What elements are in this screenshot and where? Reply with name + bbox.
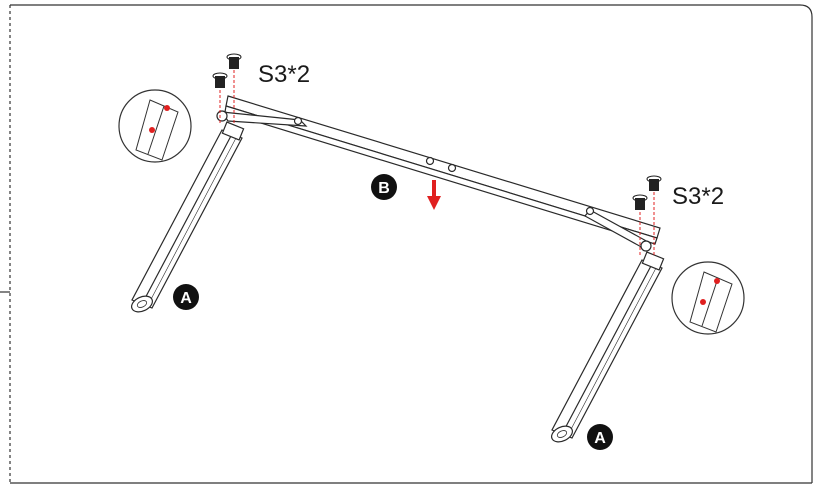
badge-b-label: B (378, 180, 390, 197)
screw-icon-right-1 (646, 175, 662, 191)
down-arrow-icon (427, 180, 441, 210)
crossbar-b (216, 95, 661, 252)
screw-label-right: S3*2 (672, 183, 724, 210)
screw-label-left: S3*2 (258, 61, 310, 88)
page-frame (0, 4, 813, 484)
badge-a-right: A (587, 424, 613, 450)
screw-guide-lines-right (639, 192, 655, 255)
screw-guide-lines-left (219, 70, 235, 125)
badge-a-left-label: A (180, 290, 192, 307)
badge-a-right-label: A (594, 430, 606, 447)
badge-a-left: A (173, 284, 199, 310)
screw-icon-left-1 (226, 53, 242, 69)
leg-a-left (131, 121, 245, 313)
badge-b: B (371, 174, 397, 200)
magnifier-detail-icon-left (118, 89, 192, 163)
magnifier-detail-icon-right (671, 261, 745, 335)
screw-icon-left-2 (212, 72, 228, 88)
screw-icon-right-2 (632, 194, 648, 210)
leg-a-right (551, 251, 665, 443)
